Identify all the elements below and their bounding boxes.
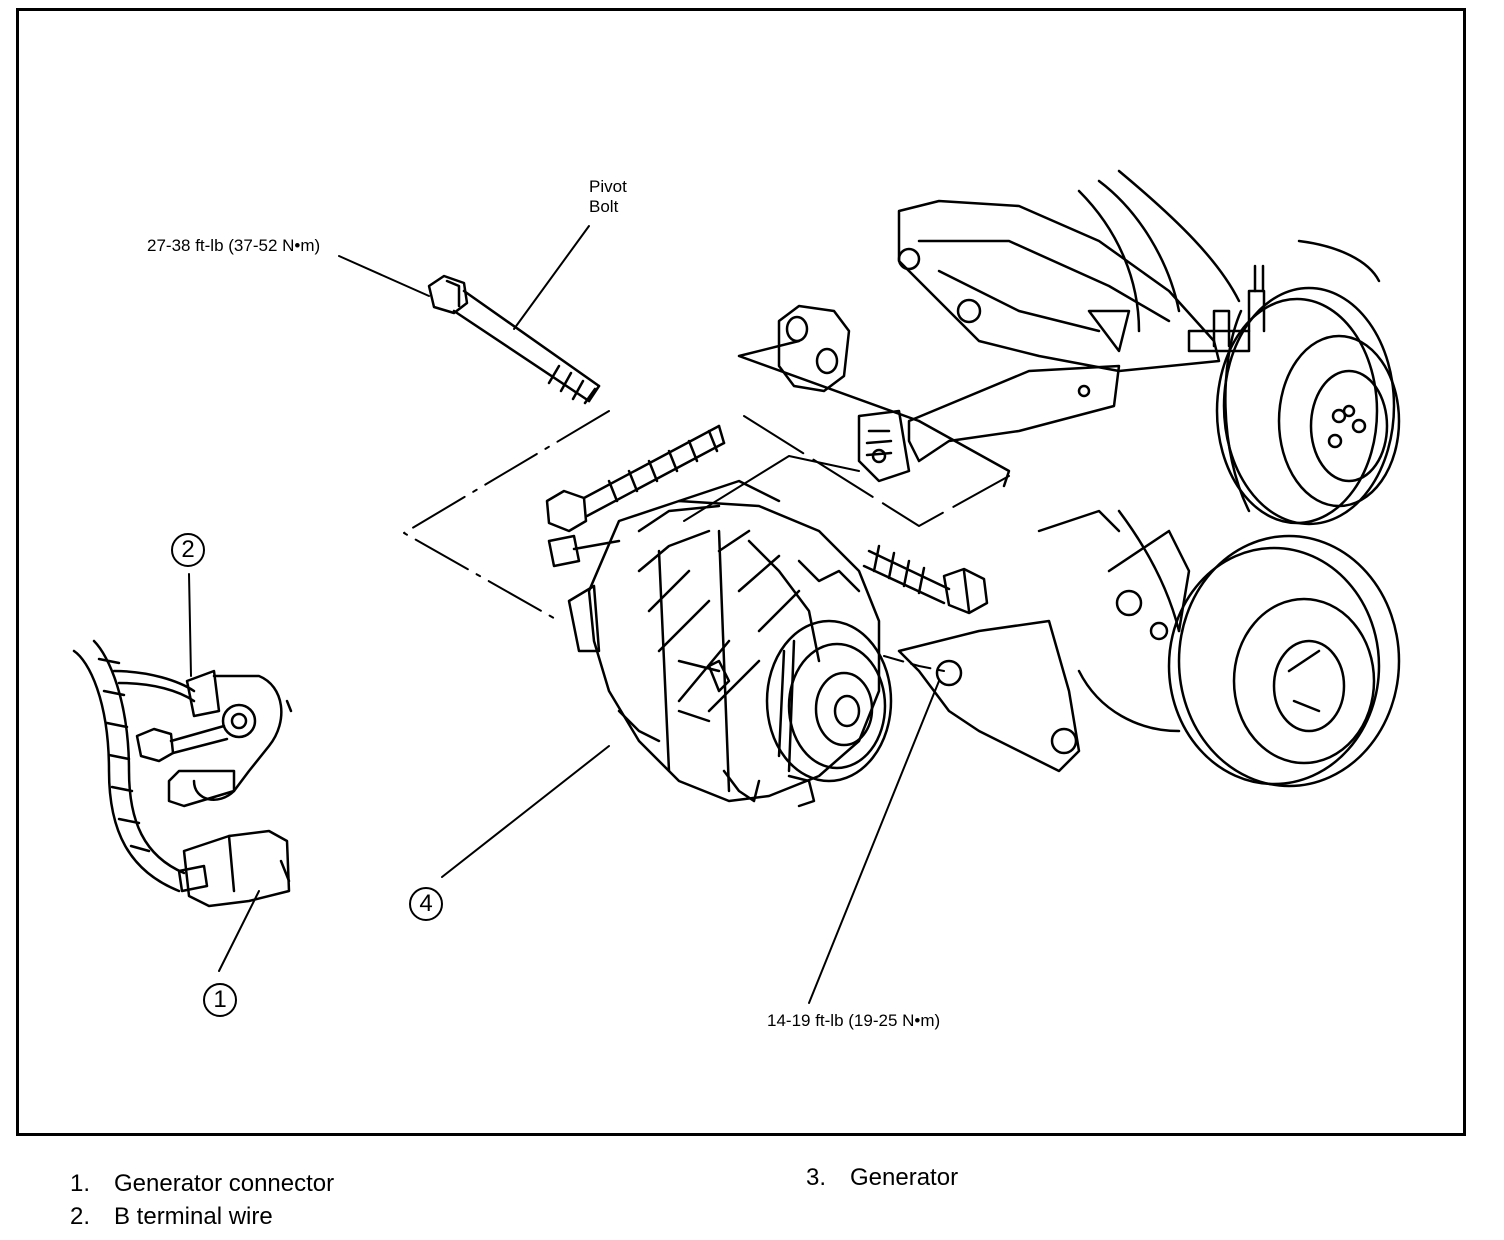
marker-1: 1 [203, 983, 237, 1017]
generator-illustration [72, 169, 1401, 1004]
lower-pulley-drawing [897, 509, 1401, 788]
generator-drawing [547, 479, 893, 808]
alignment-lines [403, 410, 1010, 672]
engine-bracket-drawing [897, 169, 1381, 373]
legend-label: Generator [850, 1164, 959, 1191]
wiring-harness-drawing [72, 639, 293, 908]
torque-spec-top: 27-38 ft-lb (37-52 N•m) [147, 236, 321, 255]
legend-item-1: 1. Generator connector [70, 1170, 334, 1198]
leader-lines [188, 225, 940, 1004]
marker-2: 2 [171, 533, 205, 567]
torque-spec-bottom: 14-19 ft-lb (19-25 N•m) [767, 1011, 941, 1030]
legend-label: Generator connector [114, 1170, 335, 1197]
pivot-bolt-label-line1: Pivot [589, 177, 627, 196]
legend-label: B terminal wire [114, 1203, 273, 1230]
legend-item-3: 3. Generator [806, 1164, 958, 1192]
pivot-bolt-label: Pivot Bolt [589, 177, 627, 217]
legend-number: 1. [70, 1170, 91, 1197]
diagram-frame: Pivot Bolt 27-38 ft-lb (37-52 N•m) 14-19… [16, 8, 1466, 1136]
legend-item-2: 2. B terminal wire [70, 1203, 273, 1231]
upper-pulley-drawing [1215, 286, 1401, 526]
legend-number: 2. [70, 1203, 91, 1230]
adjust-bolt-drawing [545, 424, 726, 533]
lower-bolt-drawing [862, 544, 989, 615]
pivot-bolt-label-line2: Bolt [589, 197, 619, 216]
mount-block-drawing [737, 304, 1121, 488]
legend-number: 3. [806, 1164, 827, 1191]
pivot-bolt-drawing [427, 274, 601, 405]
marker-4: 4 [409, 887, 443, 921]
